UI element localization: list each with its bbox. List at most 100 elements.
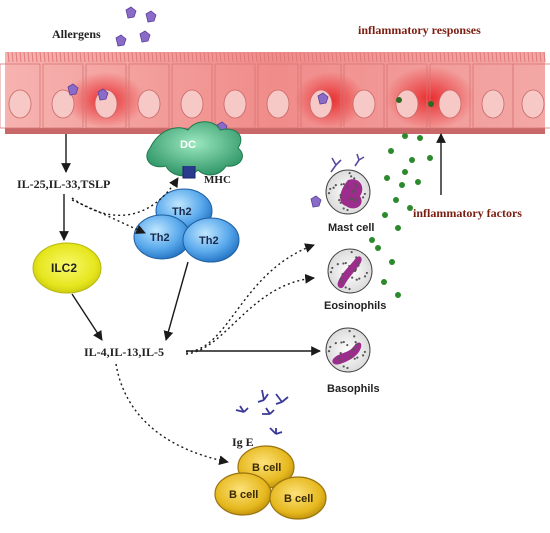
epithelial-nucleus [8,89,32,119]
epithelial-nucleus [137,89,161,119]
inflammatory-factor-particle [407,205,413,211]
cilium [387,51,390,63]
granule [340,341,343,344]
th2-cell [182,217,240,263]
cilium [311,51,314,63]
cilium [343,51,346,63]
epithelial-nucleus [481,89,505,119]
cilium [443,51,446,63]
cilium [191,51,194,63]
basophils-label: Basophils [327,383,380,395]
cilium [415,51,418,63]
granule [344,286,347,289]
granule [339,194,342,197]
granule [338,357,341,360]
ige-antibody-icon [235,405,249,413]
epithelial-cell [512,63,550,129]
cilium [183,51,186,63]
bcell-label: B cell [229,489,258,501]
cilium [291,51,294,63]
granule [361,354,365,357]
ilc2-cell: ILC2 [32,242,102,294]
cilium [491,51,494,63]
granule [355,343,358,346]
cilium [427,51,430,63]
cilium [543,51,546,63]
granule [348,264,351,268]
epithelial-cells [0,63,550,129]
arrow-cytokines-to-th2 [71,199,146,234]
cilium [315,51,318,63]
cilium [483,51,486,63]
arrow-cytokines-to-dc [71,177,179,217]
inflammatory-factor-particle [381,279,387,285]
granule [341,273,344,276]
granule [356,198,359,201]
granule [354,341,357,344]
ige-antibodies: Ig E [232,389,289,449]
epithelial-cell [214,63,256,129]
granule [351,197,354,200]
granule [342,207,345,210]
granule [340,278,343,281]
granule [363,275,367,278]
epithelial-nucleus [521,89,545,119]
cilium [147,51,150,63]
granule [353,335,356,338]
cilium [243,51,246,63]
cilium [479,51,482,63]
epithelial-nucleus [223,89,247,119]
epithelial-cell [128,63,170,129]
allergen-particle [139,30,151,43]
cilium [207,51,210,63]
granule [348,171,351,175]
cilium [295,51,298,63]
granule [346,343,349,347]
basophil-granules [327,329,366,370]
cilium [347,51,350,63]
epithelial-cell [343,63,385,129]
cilium [47,51,50,63]
cytokines-il4-il13-il5: IL-4,IL-13,IL-5 [84,345,164,359]
cilium [299,51,302,63]
cilium [111,51,114,63]
cilium [459,51,462,63]
cilium [339,51,342,63]
cilium [259,51,262,63]
granule [342,365,345,368]
epithelial-nucleus [438,89,462,119]
cilium [123,51,126,63]
inflammatory-factor-particle [402,169,408,175]
granule [361,196,365,199]
cilium [167,51,170,63]
cilium [39,51,42,63]
arrow-il4-to-eosinophil [185,273,315,355]
granule [342,262,345,265]
cilium [7,51,10,63]
cilium [27,51,30,63]
cilium [43,51,46,63]
granule [358,277,361,280]
inflammatory-factors-label: inflammatory factors [413,206,522,220]
cilium [199,51,202,63]
cilium [127,51,130,63]
cilium [163,51,166,63]
cilium [395,51,398,63]
cilium [31,51,34,63]
granule [346,185,349,189]
granule [355,185,358,188]
granule [356,262,359,265]
cilium [135,51,138,63]
arrow-th2-to-il4 [163,261,189,341]
antibody-icon [354,153,365,167]
granule [327,349,331,353]
cilium [467,51,470,63]
ige-antibody-icon [262,407,275,415]
th2-label: Th2 [150,232,170,244]
inflammatory-factor-particle [427,155,433,161]
inflammatory-factor-particle [375,245,381,251]
cilium [331,51,334,63]
cilium [187,51,190,63]
cilium [283,51,286,63]
antibody-icon [330,157,342,173]
